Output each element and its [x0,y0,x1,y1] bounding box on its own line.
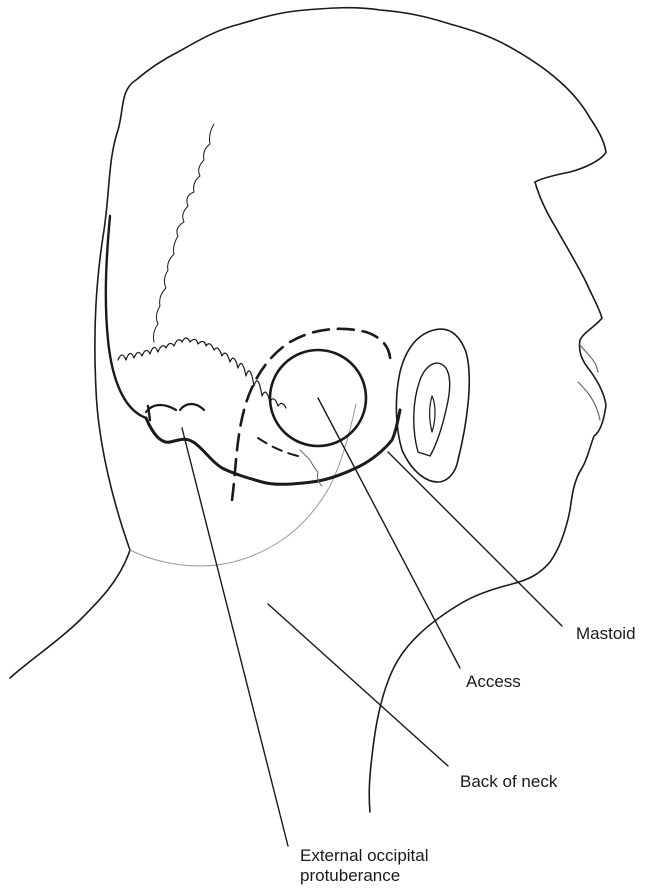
dashed-inner [258,438,298,456]
ear-inner [414,363,450,456]
label-access: Access [466,672,521,692]
occipital-edge [106,216,150,420]
label-back-of-neck: Back of neck [460,772,557,792]
ear-outline [396,329,469,482]
leader-mastoid [388,452,562,626]
ear-antihelix [430,396,435,432]
label-mastoid: Mastoid [576,624,636,644]
leader-back-of-neck [268,604,448,766]
neck-back-line [10,550,130,678]
sagittal-suture [154,124,215,342]
hair-outline [95,8,606,550]
mastoid-suture [300,450,322,486]
dashed-field [232,329,390,500]
label-external-occipital-protuberance: External occipital protuberance [300,846,429,886]
leader-eop [182,428,288,846]
label-eop-line-1: External occipital [300,846,429,866]
skull-base-notch [146,404,204,412]
hairline-curve [130,404,356,566]
face-profile [369,182,606,812]
label-eop-line-2: protuberance [300,866,429,886]
